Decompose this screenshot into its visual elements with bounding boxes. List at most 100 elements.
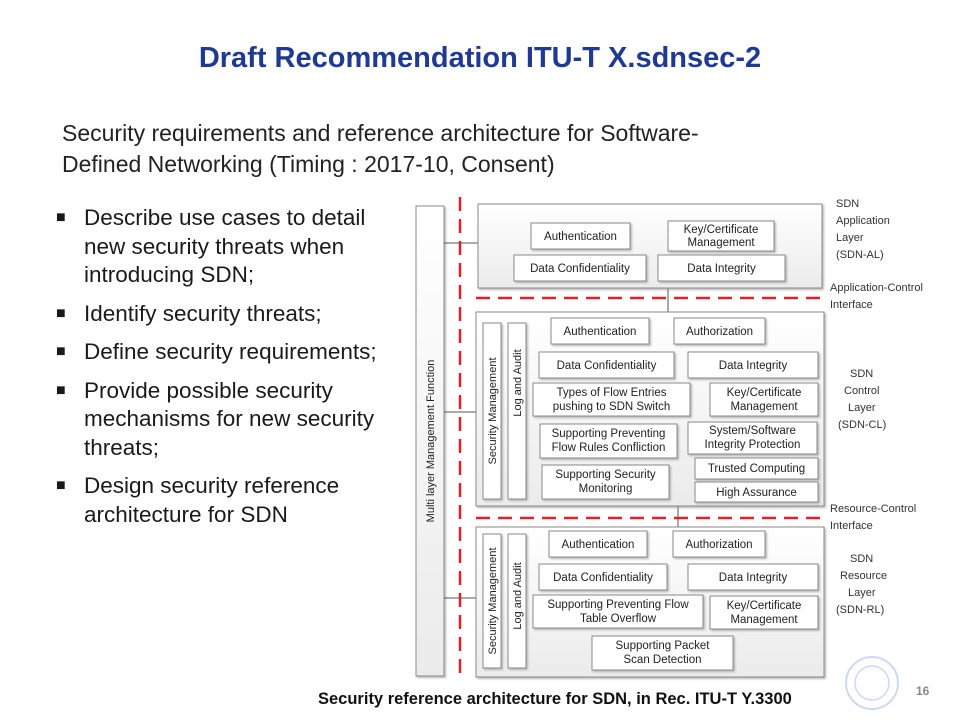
app-key-management-block: Key/Certificate Management [667,220,775,252]
svg-text:Management: Management [730,614,798,626]
square-bullet-icon: ■ [56,304,66,322]
control-authentication-block: Authentication [550,317,650,345]
svg-text:Authentication: Authentication [562,539,635,551]
resource-control-interface-label: Resource-Control Interface [830,503,916,532]
svg-text:SDN: SDN [850,553,873,565]
svg-text:Authentication: Authentication [564,326,637,338]
bullet-text: Provide possible security mechanisms for… [84,377,375,460]
app-authentication-block: Authentication [530,222,631,250]
svg-text:Security Management: Security Management [487,548,499,655]
svg-text:Data Integrity: Data Integrity [719,360,788,372]
bullet-item: ■ Identify security threats; [52,300,412,329]
svg-text:Control: Control [844,385,879,397]
svg-text:SDN: SDN [850,368,873,380]
bullet-text: Describe use cases to detail new securit… [84,205,366,287]
square-bullet-icon: ■ [56,477,66,494]
resource-security-management-block: Security Management [482,533,502,669]
svg-text:Application: Application [836,215,890,227]
subtitle-line-2: Defined Networking (Timing : 2017-10, Co… [62,151,555,177]
svg-text:Integrity Protection: Integrity Protection [705,439,801,451]
svg-text:High Assurance: High Assurance [716,487,797,499]
svg-text:System/Software: System/Software [709,425,796,437]
svg-text:Log and Audit: Log and Audit [512,562,524,629]
svg-text:Log and Audit: Log and Audit [512,349,524,416]
svg-text:Resource-Control: Resource-Control [830,503,916,515]
resource-key-management-block: Key/Certificate Management [709,595,819,630]
svg-text:pushing to SDN Switch: pushing to SDN Switch [553,401,671,413]
svg-text:Supporting Packet: Supporting Packet [616,640,711,652]
svg-text:Authorization: Authorization [686,326,753,338]
svg-text:Table Overflow: Table Overflow [580,613,657,625]
app-data-integrity-block: Data Integrity [657,254,786,282]
page-number: 16 [916,684,930,698]
control-security-monitoring-block: Supporting Security Monitoring [541,464,670,500]
resource-data-integrity-block: Data Integrity [687,563,819,591]
figure-caption: Security reference architecture for SDN,… [318,690,792,708]
control-system-integrity-block: System/Software Integrity Protection [687,421,818,455]
svg-text:Data Integrity: Data Integrity [687,263,756,275]
control-flow-entries-block: Types of Flow Entries pushing to SDN Swi… [532,382,691,417]
svg-text:Monitoring: Monitoring [579,483,633,495]
bullet-text: Design security reference architecture f… [84,473,340,527]
control-trusted-computing-block: Trusted Computing [694,457,819,480]
svg-text:Data Confidentiality: Data Confidentiality [530,263,630,275]
svg-text:Layer: Layer [836,232,864,244]
control-high-assurance-block: High Assurance [694,481,819,503]
svg-text:Authentication: Authentication [544,231,617,243]
bullet-item: ■Provide possible security mechanisms fo… [52,377,412,463]
resource-authorization-block: Authorization [672,530,766,558]
control-data-integrity-block: Data Integrity [687,351,819,379]
multi-layer-management-label: Multi layer Management Function [425,360,437,523]
bullet-item: ■ Define security requirements; [52,338,412,367]
svg-text:Layer: Layer [848,587,876,599]
svg-text:Data Confidentiality: Data Confidentiality [553,572,653,584]
square-bullet-icon: ■ [56,343,66,360]
page-title: Draft Recommendation ITU-T X.sdnsec-2 [198,42,762,74]
control-layer-label: SDN Control Layer (SDN-CL) [838,368,886,431]
application-layer-label: SDN Application Layer (SDN-AL) [836,198,890,261]
svg-text:SDN: SDN [836,198,859,210]
svg-text:Key/Certificate: Key/Certificate [727,600,802,612]
control-security-management-block: Security Management [482,322,502,500]
resource-layer-label: SDN Resource Layer (SDN-RL) [836,553,887,616]
control-prevent-flow-conflict-block: Supporting Preventing Flow Rules Conflic… [539,423,678,459]
svg-text:Data Integrity: Data Integrity [719,572,788,584]
svg-text:(SDN-RL): (SDN-RL) [836,604,884,616]
svg-text:Flow Rules Confliction: Flow Rules Confliction [552,442,666,454]
resource-authentication-block: Authentication [548,530,648,558]
svg-text:(SDN-AL): (SDN-AL) [836,249,884,261]
svg-text:Trusted Computing: Trusted Computing [708,463,805,475]
resource-table-overflow-block: Supporting Preventing Flow Table Overflo… [532,594,704,629]
svg-text:Management: Management [687,237,755,249]
bullet-text: Identify security threats; [84,300,322,326]
svg-text:Supporting Preventing: Supporting Preventing [552,428,666,440]
svg-text:Management: Management [730,401,798,413]
svg-text:Authorization: Authorization [685,539,752,551]
svg-text:Security Management: Security Management [487,358,499,465]
control-data-confidentiality-block: Data Confidentiality [538,351,675,379]
bullet-text: Define security requirements; [84,339,377,364]
resource-scan-detection-block: Supporting Packet Scan Detection [591,635,734,671]
bullet-list: ■ Describe use cases to detail new securi… [52,204,412,539]
svg-text:Resource: Resource [840,570,887,582]
bullet-item: ■ Describe use cases to detail new securi… [52,204,412,290]
itu-anniversary-logo [845,656,899,710]
square-bullet-icon: ■ [56,209,66,226]
svg-text:Supporting Preventing Flow: Supporting Preventing Flow [547,599,689,611]
svg-text:Interface: Interface [830,299,873,311]
svg-text:Supporting Security: Supporting Security [555,469,656,481]
svg-text:Data Confidentiality: Data Confidentiality [557,360,657,372]
resource-log-audit-block: Log and Audit [507,533,527,669]
svg-text:Key/Certificate: Key/Certificate [727,387,802,399]
application-control-interface-label: Application-Control Interface [830,282,923,311]
subtitle-line-1: Security requirements and reference arch… [62,120,699,146]
multi-layer-management-box [415,205,445,677]
svg-text:Scan Detection: Scan Detection [624,654,702,666]
svg-text:Layer: Layer [848,402,876,414]
control-key-management-block: Key/Certificate Management [709,382,819,417]
svg-text:Types of Flow Entries: Types of Flow Entries [557,387,667,399]
svg-text:Key/Certificate: Key/Certificate [684,224,759,236]
control-log-audit-block: Log and Audit [507,322,527,500]
svg-text:Interface: Interface [830,520,873,532]
